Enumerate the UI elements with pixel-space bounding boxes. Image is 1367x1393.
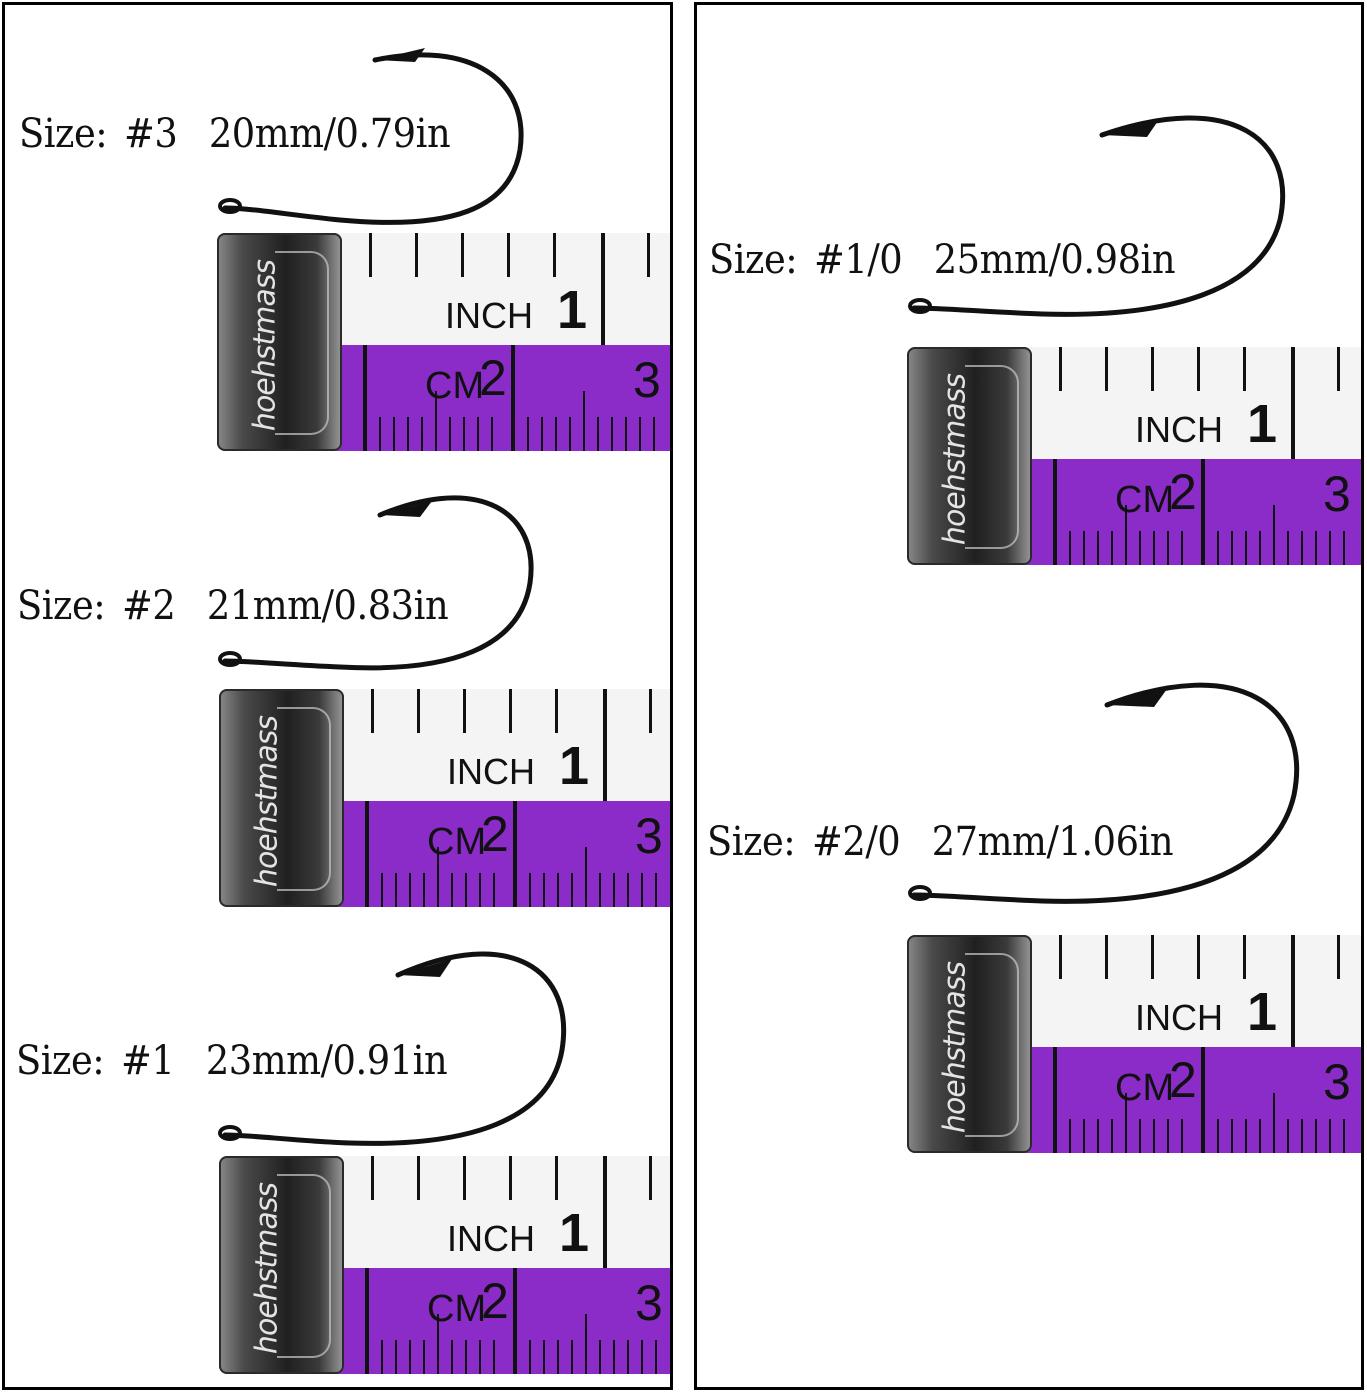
fishing-hook-icon bbox=[218, 495, 534, 671]
cm-number-2: 2 bbox=[1169, 1052, 1197, 1108]
size-measure: 21mm/0.83in bbox=[206, 583, 449, 629]
inch-strip: INCH 1 bbox=[329, 1156, 670, 1268]
size-measure: 23mm/0.91in bbox=[205, 1038, 448, 1084]
inch-number: 1 bbox=[557, 280, 588, 340]
size-label: Size: #1/0 25mm/0.98in bbox=[709, 237, 1176, 283]
tape-brand: hoehstmass bbox=[249, 715, 285, 888]
size-measure: 25mm/0.98in bbox=[933, 237, 1176, 283]
cm-label: CM bbox=[427, 821, 487, 863]
hook-item-size-2: Size: #2 21mm/0.83in hoehstmass INCH 1 bbox=[5, 463, 670, 913]
cm-strip: CM 2 3 bbox=[1017, 459, 1361, 565]
cm-number-3: 3 bbox=[635, 808, 663, 864]
measuring-tape-icon: hoehstmass INCH 1 bbox=[219, 689, 670, 907]
tape-clip bbox=[219, 1156, 344, 1374]
cm-strip: CM 2 3 bbox=[1017, 1047, 1361, 1153]
inch-strip: INCH 1 bbox=[1017, 347, 1361, 459]
hook-item-size-1: Size: #1 23mm/0.91in hoehstmass INCH 1 bbox=[5, 920, 670, 1387]
inch-strip: INCH 1 bbox=[327, 233, 670, 345]
size-label: Size: #2 21mm/0.83in bbox=[17, 583, 449, 629]
hook-item-size-1-0: Size: #1/0 25mm/0.98in hoehstmass INCH 1 bbox=[697, 5, 1361, 605]
inch-label: INCH bbox=[1135, 409, 1223, 450]
inch-strip: INCH 1 bbox=[329, 689, 670, 801]
cm-number-2: 2 bbox=[479, 350, 507, 406]
size-prefix: Size: bbox=[19, 111, 108, 157]
size-label: Size: #3 20mm/0.79in bbox=[19, 111, 451, 157]
measuring-tape-icon: hoehstmass INCH 1 bbox=[217, 233, 670, 451]
size-code: #2 bbox=[122, 583, 176, 629]
cm-label: CM bbox=[1115, 1067, 1175, 1109]
size-prefix: Size: bbox=[709, 237, 798, 283]
size-label: Size: #1 23mm/0.91in bbox=[16, 1038, 448, 1084]
size-code: #3 bbox=[124, 111, 178, 157]
size-label: Size: #2/0 27mm/1.06in bbox=[707, 819, 1174, 865]
size-code: #1 bbox=[121, 1038, 175, 1084]
size-measure: 20mm/0.79in bbox=[208, 111, 451, 157]
measuring-tape-icon: hoehstmass INCH 1 bbox=[219, 1156, 670, 1374]
size-prefix: Size: bbox=[707, 819, 796, 865]
cm-strip: CM 2 3 bbox=[329, 1268, 670, 1374]
size-code: #2/0 bbox=[812, 819, 901, 865]
tape-clip bbox=[217, 233, 342, 451]
size-prefix: Size: bbox=[17, 583, 106, 629]
hook-item-size-3: Size: #3 20mm/0.79in hoehstmass INCH 1 bbox=[5, 5, 670, 455]
fishing-hook-icon bbox=[908, 682, 1300, 904]
size-code: #1/0 bbox=[814, 237, 903, 283]
cm-strip: CM 2 3 bbox=[329, 801, 670, 907]
cm-strip: CM 2 3 bbox=[327, 345, 670, 451]
cm-number-2: 2 bbox=[481, 1273, 509, 1329]
cm-number-3: 3 bbox=[1323, 466, 1351, 522]
cm-label: CM bbox=[1115, 479, 1175, 521]
cm-number-3: 3 bbox=[633, 352, 661, 408]
measuring-tape-icon: hoehstmass INCH 1 bbox=[907, 935, 1361, 1153]
inch-number: 1 bbox=[1247, 394, 1278, 454]
inch-number: 1 bbox=[559, 736, 590, 796]
tape-brand: hoehstmass bbox=[937, 961, 973, 1134]
tape-clip bbox=[907, 935, 1032, 1153]
tape-brand: hoehstmass bbox=[247, 259, 283, 432]
fishing-hook-icon bbox=[908, 115, 1286, 317]
cm-number-2: 2 bbox=[481, 806, 509, 862]
inch-strip: INCH 1 bbox=[1017, 935, 1361, 1047]
right-panel: Size: #1/0 25mm/0.98in hoehstmass INCH 1 bbox=[694, 2, 1364, 1390]
measuring-tape-icon: hoehstmass INCH 1 bbox=[907, 347, 1361, 565]
size-measure: 27mm/1.06in bbox=[931, 819, 1174, 865]
inch-number: 1 bbox=[1247, 982, 1278, 1042]
cm-label: CM bbox=[425, 365, 485, 407]
cm-number-3: 3 bbox=[635, 1275, 663, 1331]
tape-brand: hoehstmass bbox=[937, 373, 973, 546]
fishing-hook-icon bbox=[218, 48, 524, 225]
cm-number-2: 2 bbox=[1169, 464, 1197, 520]
inch-label: INCH bbox=[445, 295, 533, 336]
tape-brand: hoehstmass bbox=[249, 1182, 285, 1355]
tape-clip bbox=[219, 689, 344, 907]
inch-label: INCH bbox=[1135, 997, 1223, 1038]
cm-number-3: 3 bbox=[1323, 1054, 1351, 1110]
cm-label: CM bbox=[427, 1288, 487, 1330]
inch-label: INCH bbox=[447, 751, 535, 792]
hook-item-size-2-0: Size: #2/0 27mm/1.06in hoehstmass INCH 1 bbox=[697, 645, 1361, 1165]
tape-clip bbox=[907, 347, 1032, 565]
inch-label: INCH bbox=[447, 1218, 535, 1259]
inch-number: 1 bbox=[559, 1203, 590, 1263]
left-panel: Size: #3 20mm/0.79in hoehstmass INCH 1 bbox=[2, 2, 673, 1390]
fishing-hook-icon bbox=[218, 951, 566, 1146]
size-prefix: Size: bbox=[16, 1038, 105, 1084]
